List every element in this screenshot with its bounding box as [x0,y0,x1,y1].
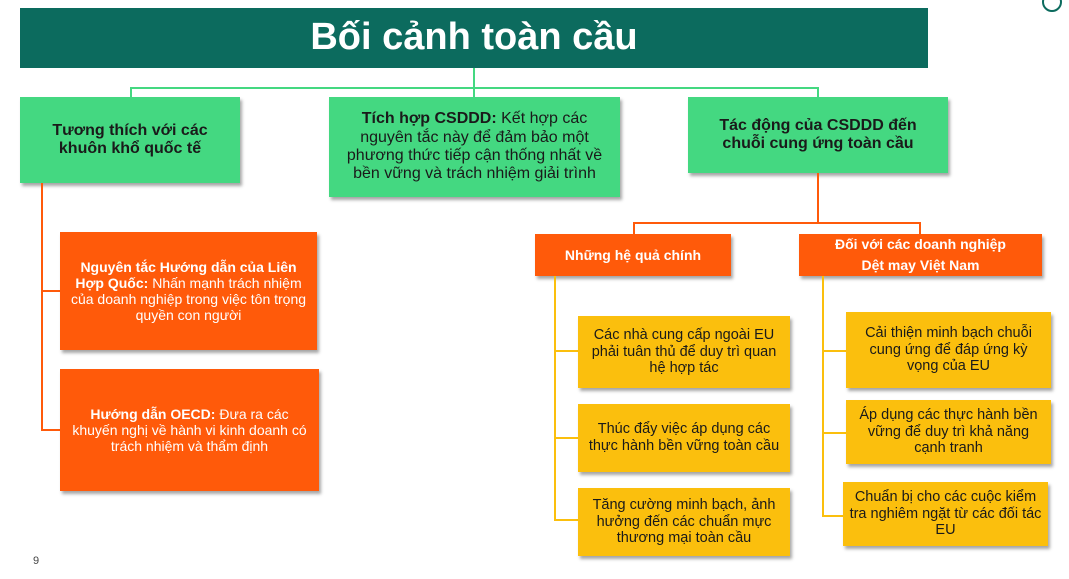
connector [822,276,824,516]
connector [41,183,43,430]
connector [633,222,920,224]
connector [817,173,819,223]
consequence-item: Thúc đẩy việc áp dụng các thực hành bền … [578,404,790,472]
connector [130,87,132,97]
connector [554,350,578,352]
connector [554,276,556,520]
consequence-item: Tăng cường minh bạch, ảnh hưởng đến các … [578,488,790,556]
node-oecd-guidelines: Hướng dẫn OECD: Đưa ra các khuyến nghị v… [60,369,319,491]
node-csddd-impact: Tác động của CSDDD đến chuỗi cung ứng to… [688,97,948,173]
node-international-frameworks: Tương thích với các khuôn khổ quốc tế [20,97,240,183]
node-vietnam-textile: Đối với các doanh nghiệp Dệt may Việt Na… [799,234,1042,276]
connector [473,68,475,88]
connector [822,515,846,517]
connector [822,350,846,352]
vietnam-item: Áp dụng các thực hành bền vững để duy tr… [846,400,1051,464]
connector [473,87,475,97]
node-csddd-integration: Tích hợp CSDDD: Kết hợp các nguyên tắc n… [329,97,620,197]
node-key-consequences: Những hệ quả chính [535,234,731,276]
vietnam-item: Chuẩn bị cho các cuộc kiểm tra nghiêm ng… [843,482,1048,546]
connector [633,222,635,234]
consequence-item: Các nhà cung cấp ngoài EU phải tuân thủ … [578,316,790,388]
connector [822,432,846,434]
logo-icon [1042,0,1062,12]
connector [41,429,60,431]
connector [919,222,921,234]
connector [817,87,819,97]
connector [554,519,578,521]
node-un-guiding-principles: Nguyên tắc Hướng dẫn của Liên Hợp Quốc: … [60,232,317,350]
page-number: 9 [33,555,40,567]
connector [554,437,578,439]
connector [41,290,60,292]
vietnam-item: Cải thiện minh bạch chuỗi cung ứng để đá… [846,312,1051,388]
page-title: Bối cảnh toàn cầu [20,8,928,68]
